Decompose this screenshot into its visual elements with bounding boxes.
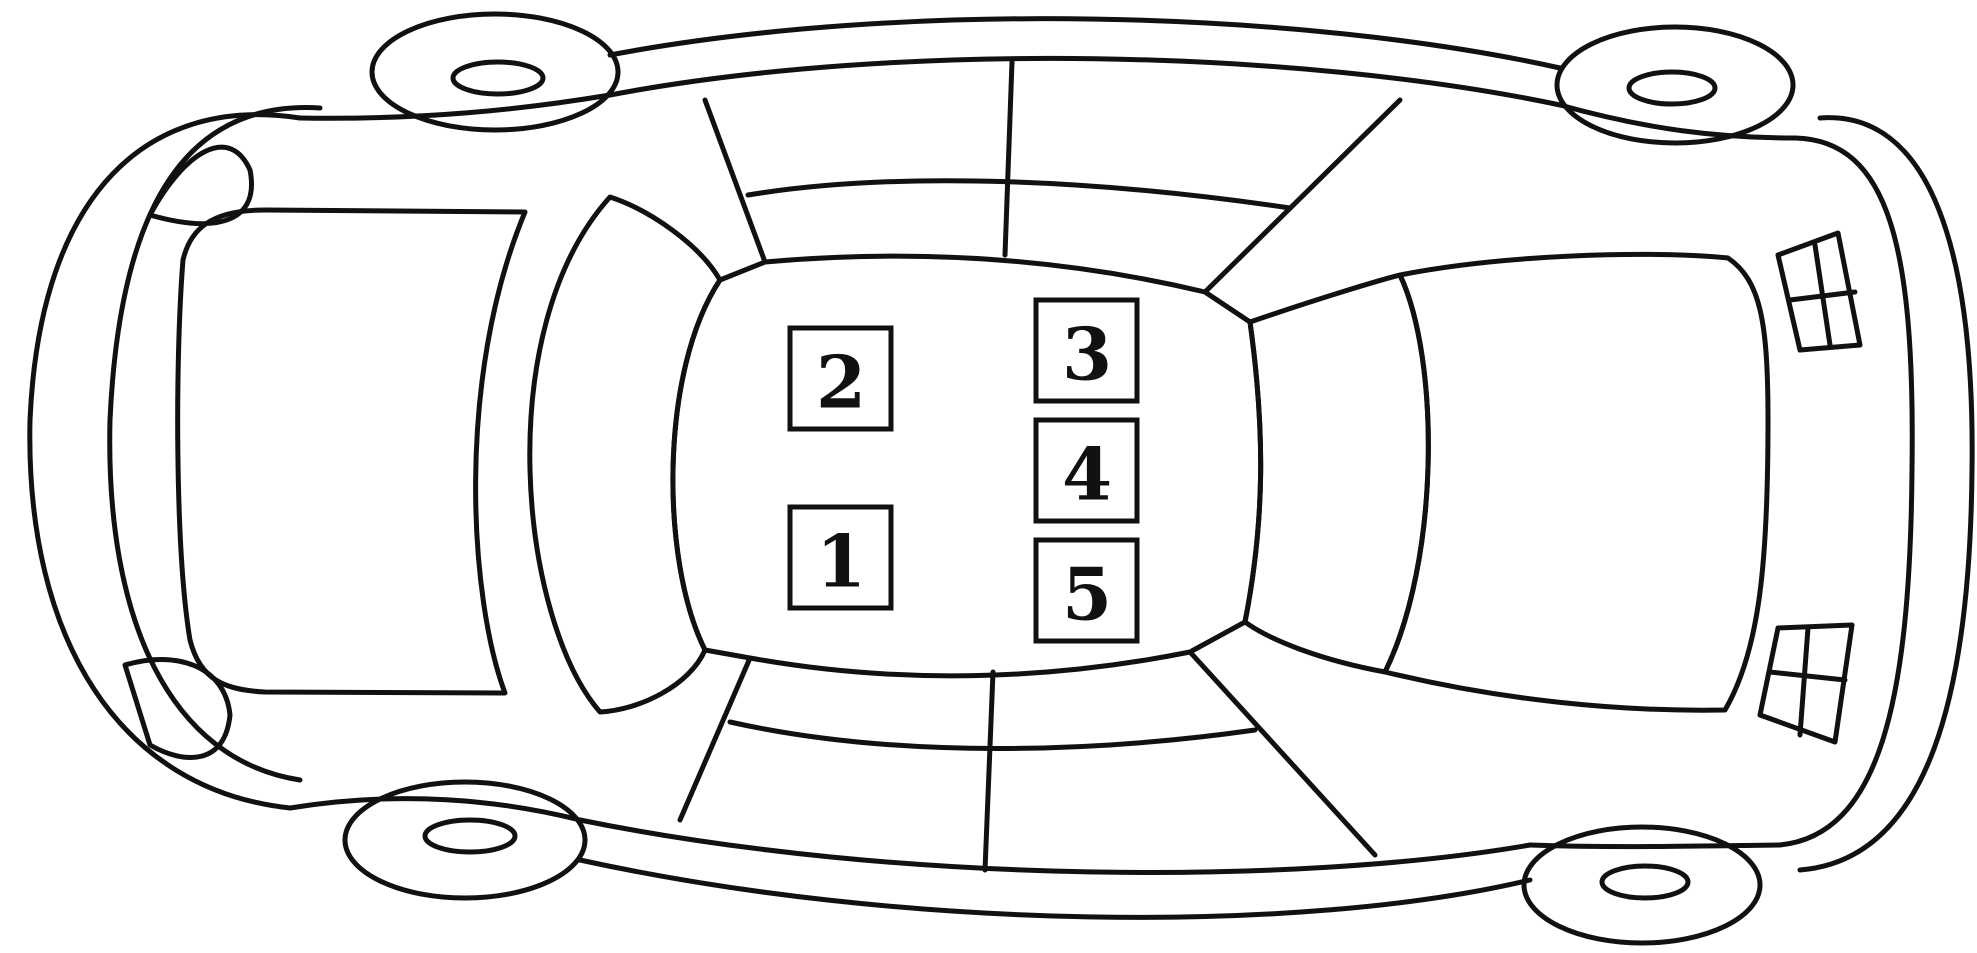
trunk-lid bbox=[1385, 254, 1768, 710]
body-top-left-join bbox=[300, 95, 610, 118]
body-bottom-right-join bbox=[1530, 845, 1780, 847]
seat-5-label: 5 bbox=[1062, 552, 1112, 637]
wheel-rear-left bbox=[1557, 27, 1793, 143]
left-side-inner bbox=[610, 58, 1560, 105]
seat-3-label: 3 bbox=[1062, 312, 1112, 397]
seat-5[interactable]: 5 bbox=[1036, 540, 1137, 641]
seat-3[interactable]: 3 bbox=[1036, 300, 1137, 401]
seat-4[interactable]: 4 bbox=[1036, 420, 1137, 521]
seat-1[interactable]: 1 bbox=[790, 507, 891, 608]
windshield bbox=[530, 197, 720, 712]
taillight-left bbox=[1778, 233, 1860, 350]
seat-2[interactable]: 2 bbox=[790, 328, 891, 429]
right-windows bbox=[680, 652, 1375, 870]
seat-1-label: 1 bbox=[816, 519, 866, 604]
taillight-right bbox=[1760, 625, 1852, 742]
body-bottom-left-join bbox=[290, 799, 580, 820]
hood bbox=[178, 210, 525, 693]
rear-window bbox=[1245, 275, 1428, 672]
seat-4-label: 4 bbox=[1062, 432, 1112, 517]
body-top-right-join bbox=[1560, 105, 1795, 138]
seat-2-label: 2 bbox=[816, 340, 866, 425]
roof bbox=[673, 256, 1261, 676]
rear-bumper bbox=[1800, 118, 1972, 870]
rear-trunk-outline bbox=[1780, 138, 1912, 845]
right-side-inner bbox=[580, 820, 1530, 872]
